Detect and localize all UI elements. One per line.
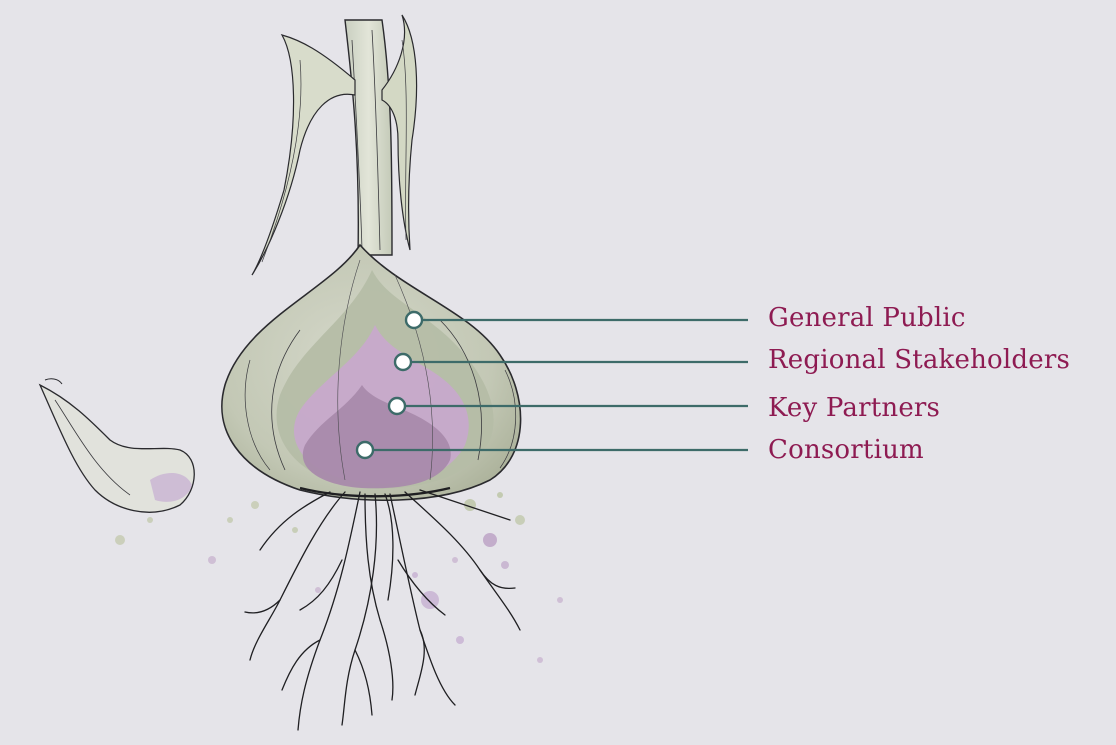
marker-key-partners [389,398,405,414]
garlic-stem [252,15,417,275]
marker-regional-stakeholders [395,354,411,370]
garlic-roots [245,490,520,730]
label-consortium: Consortium [768,435,924,465]
label-regional-stakeholders: Regional Stakeholders [768,345,1070,375]
label-general-public: General Public [768,303,966,333]
paint-splatter [115,492,563,663]
garlic-bulb [222,245,521,500]
garlic-clove [40,379,194,512]
marker-general-public [406,312,422,328]
label-key-partners: Key Partners [768,393,940,423]
marker-consortium [357,442,373,458]
